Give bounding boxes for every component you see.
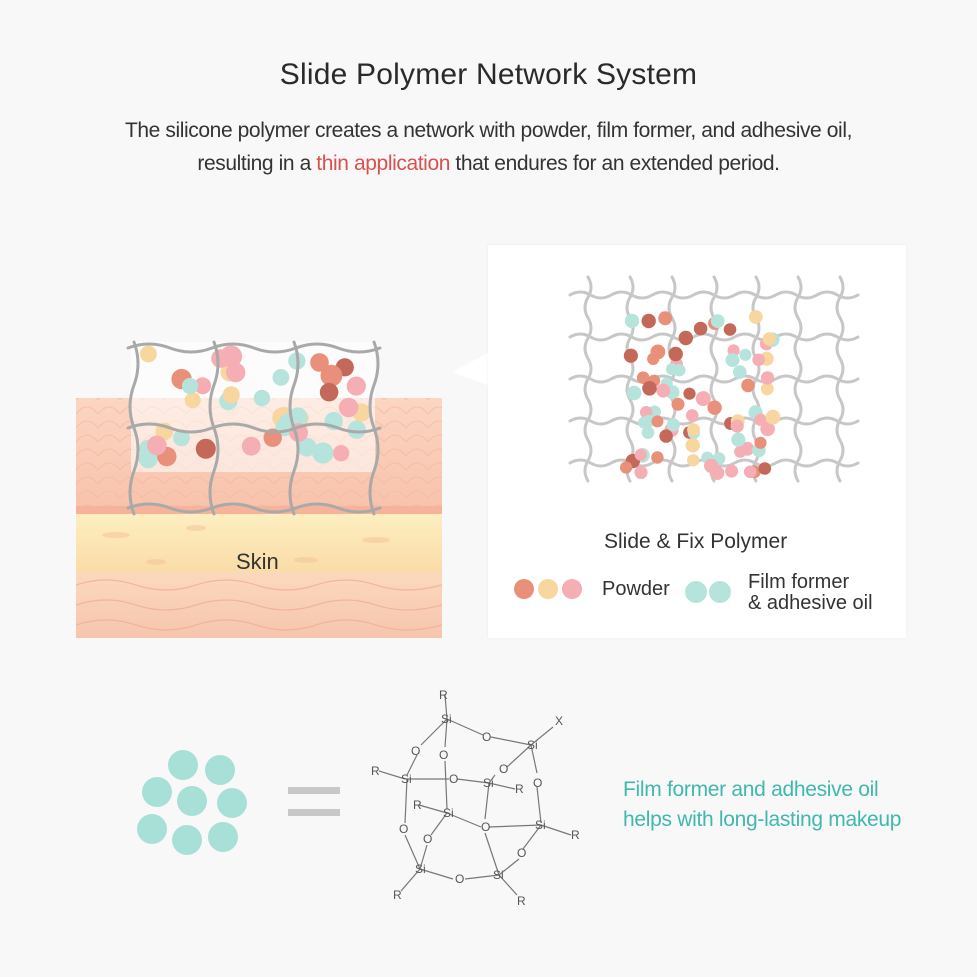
molecule-si-label: Si bbox=[443, 806, 454, 820]
legend-powder-label: Powder bbox=[602, 578, 670, 600]
molecule-r-label: R bbox=[371, 764, 380, 778]
molecule-o-label: O bbox=[517, 846, 526, 860]
molecule-si-label: Si bbox=[535, 818, 546, 832]
legend-film-dots bbox=[685, 581, 731, 603]
silicone-molecule-structure: R Si O Si X O O R Si O O Si R O R Si O O… bbox=[371, 688, 580, 908]
page-subtitle: The silicone polymer creates a network w… bbox=[0, 114, 977, 180]
subtitle-line-2-pre: resulting in a bbox=[197, 152, 317, 175]
molecule-r-label: R bbox=[413, 798, 422, 812]
molecule-r-label: R bbox=[571, 828, 580, 842]
film-former-note: Film former and adhesive oil helps with … bbox=[623, 775, 901, 835]
molecule-si-label: Si bbox=[441, 712, 452, 726]
callout-pointer bbox=[452, 352, 490, 386]
legend-film-line-2: & adhesive oil bbox=[748, 592, 873, 614]
molecule-r-label: R bbox=[439, 688, 448, 702]
network-callout-panel bbox=[488, 245, 906, 638]
molecule-si-label: Si bbox=[415, 862, 426, 876]
molecule-o-label: O bbox=[411, 744, 420, 758]
network-label: Slide & Fix Polymer bbox=[604, 530, 788, 553]
polymer-network-diagram bbox=[514, 275, 860, 603]
molecule-r-label: R bbox=[393, 888, 402, 902]
molecule-o-label: O bbox=[455, 872, 464, 886]
subtitle-highlight: thin application bbox=[316, 152, 450, 175]
legend-powder-dots bbox=[514, 579, 582, 599]
molecule-o-label: O bbox=[481, 820, 490, 834]
subtitle-line-2-post: that endures for an extended period. bbox=[450, 152, 780, 175]
molecule-si-label: Si bbox=[527, 738, 538, 752]
molecule-x-label: X bbox=[555, 714, 563, 728]
skin-illustration bbox=[76, 340, 442, 638]
legend-film-line-1: Film former bbox=[748, 571, 850, 593]
molecule-r-label: R bbox=[517, 894, 526, 908]
molecule-si-label: Si bbox=[401, 772, 412, 786]
legend-film-label: Film former & adhesive oil bbox=[748, 572, 873, 614]
molecule-si-label: Si bbox=[493, 868, 504, 882]
equals-sign bbox=[288, 787, 340, 816]
molecule-o-label: O bbox=[533, 776, 542, 790]
molecule-o-label: O bbox=[423, 832, 432, 846]
molecule-si-label: Si bbox=[483, 776, 494, 790]
film-note-line-2: helps with long-lasting makeup bbox=[623, 808, 902, 831]
molecule-o-label: O bbox=[449, 772, 458, 786]
film-note-line-1: Film former and adhesive oil bbox=[623, 778, 879, 801]
molecule-o-label: O bbox=[399, 822, 408, 836]
molecule-o-label: O bbox=[439, 748, 448, 762]
molecule-o-label: O bbox=[499, 762, 508, 776]
molecule-o-label: O bbox=[482, 730, 491, 744]
page-title: Slide Polymer Network System bbox=[279, 58, 698, 91]
skin-middle-layer bbox=[76, 514, 442, 572]
skin-label: Skin bbox=[236, 549, 279, 574]
molecule-r-label: R bbox=[515, 782, 524, 796]
subtitle-line-1: The silicone polymer creates a network w… bbox=[124, 119, 853, 142]
film-former-cluster bbox=[137, 750, 247, 855]
